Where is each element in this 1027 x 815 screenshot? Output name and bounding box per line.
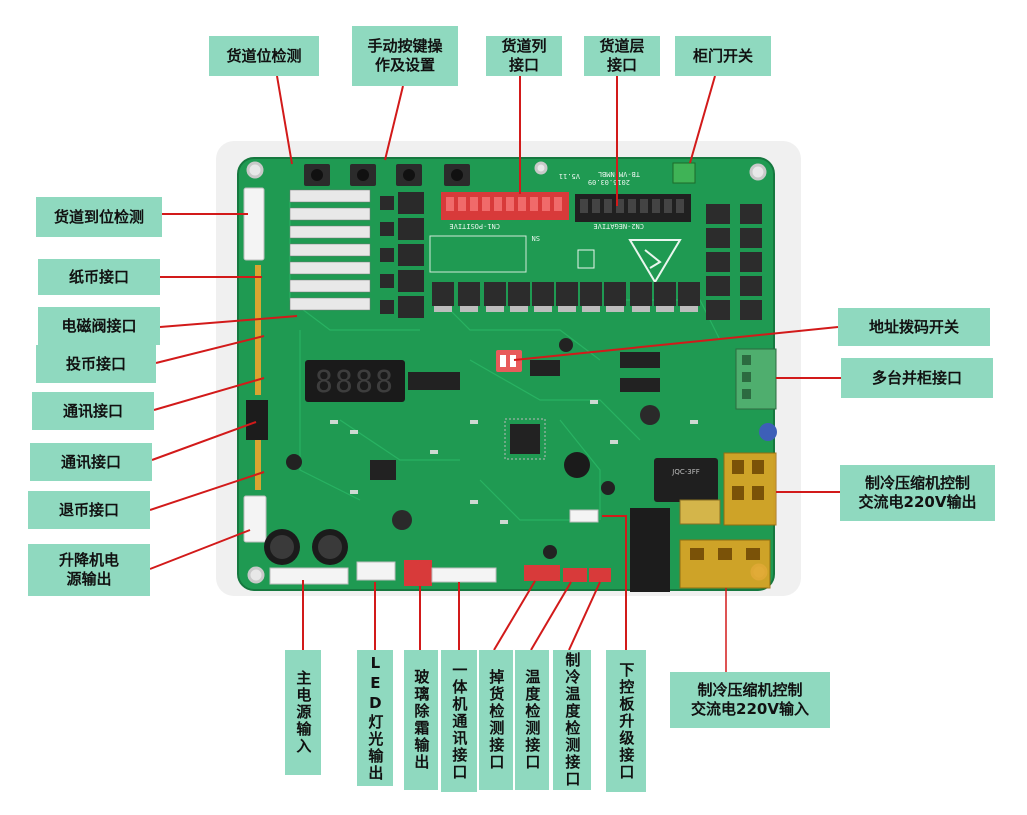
label-lift-motor-power-out: 升降机电 源输出 [28, 544, 150, 596]
relay-text: JQC-3FF [671, 468, 700, 476]
label-solenoid-valve-port: 电磁阀接口 [38, 307, 160, 345]
label-manual-key-setup: 手动按键操 作及设置 [352, 26, 458, 86]
silk-rev: V5.11 [559, 172, 580, 180]
label-temp-detect-port: 温度检测接口 [515, 650, 549, 790]
dip-switch [496, 350, 522, 372]
silk-model: TB-VM-NMBL [598, 170, 640, 178]
label-comm-port-1: 通讯接口 [32, 392, 154, 430]
ac-output-terminal [723, 452, 777, 526]
relay [654, 458, 718, 502]
label-main-power-in: 主电源输入 [285, 650, 321, 775]
silkscreen: CN1-POSITIVE CN2-NEGATIVE TB-VM-NMBL 201… [449, 170, 644, 242]
esd-warning-triangle [628, 239, 682, 284]
mosfets-right [706, 204, 762, 320]
mosfet-row [432, 282, 700, 306]
ac-input-terminal [679, 539, 771, 589]
silk-negative: CN2-NEGATIVE [593, 222, 644, 230]
label-coin-return-port: 退币接口 [28, 491, 150, 529]
mosfets-left [380, 192, 424, 318]
transformer [679, 499, 721, 525]
label-lane-position-detect: 货道位检测 [209, 36, 319, 76]
comm-header [246, 400, 268, 440]
bottom-connectors [269, 509, 611, 586]
buzzer [564, 452, 590, 478]
label-comm-port-2: 通讯接口 [30, 443, 152, 481]
pcb-board [238, 158, 774, 590]
label-coin-port: 投币接口 [36, 345, 156, 383]
leader-lines [149, 75, 841, 672]
mcu-chip [510, 424, 540, 454]
label-compressor-ac-out: 制冷压缩机控制 交流电220V输出 [840, 465, 995, 521]
label-multi-cabinet-port: 多台并柜接口 [841, 358, 993, 398]
silk-positive: CN1-POSITIVE [449, 222, 500, 230]
label-banknote-port: 纸币接口 [38, 259, 160, 295]
label-lane-column-port: 货道列 接口 [486, 36, 562, 76]
label-lane-layer-port: 货道层 接口 [584, 36, 660, 76]
silk-sn: SN [532, 234, 540, 242]
driver-ic [408, 372, 460, 390]
display-digits: 8888 [315, 365, 395, 400]
electrolytic-capacitors [264, 529, 348, 565]
lane-driver-array [289, 189, 371, 311]
label-integrated-comm-port: 一体机通讯接口 [441, 650, 477, 792]
door-switch-connector [672, 162, 696, 184]
label-glass-defrost-out: 玻璃除霜输出 [404, 650, 438, 790]
label-lower-board-upgrade-port: 下控板升级接口 [606, 650, 646, 792]
label-lane-arrival-detect: 货道到位检测 [36, 197, 162, 237]
ic-3 [370, 460, 396, 480]
label-compressor-ac-in: 制冷压缩机控制 交流电220V输入 [670, 672, 830, 728]
silk-date: 2016.03.09 [588, 178, 630, 186]
label-address-dip-switch: 地址拨码开关 [838, 308, 990, 346]
label-cooling-temp-detect-port: 制冷温度检测接口 [553, 650, 591, 790]
power-module [630, 508, 670, 592]
tactile-buttons [304, 164, 470, 186]
seven-segment-display: 8888 [305, 360, 405, 402]
label-led-light-out: LED灯光输出 [357, 650, 393, 786]
multi-cabinet-terminal [735, 348, 777, 410]
lane-layer-connector [575, 194, 691, 222]
left-pin-headers [255, 265, 261, 490]
ic-2 [530, 360, 560, 376]
label-drop-detect-port: 掉货检测接口 [479, 650, 513, 790]
lane-column-connector [441, 192, 569, 220]
label-cabinet-door-switch: 柜门开关 [675, 36, 771, 76]
